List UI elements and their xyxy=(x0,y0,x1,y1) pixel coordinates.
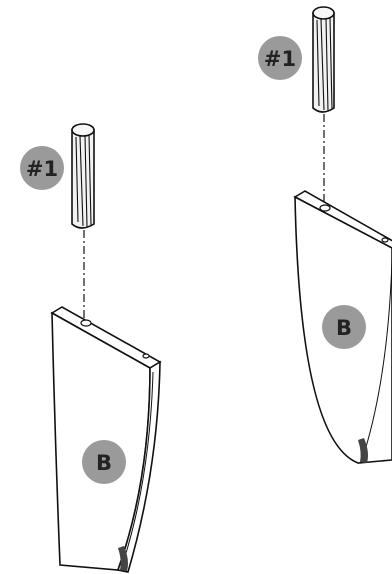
panel-left xyxy=(50,306,162,573)
assembly-left: #1 B xyxy=(20,123,162,573)
dowel-label-left: #1 xyxy=(26,157,58,181)
part-label-left: B xyxy=(96,451,112,475)
dowel-label-badge-left: #1 xyxy=(20,146,64,190)
dowel-label-badge-right: #1 xyxy=(258,36,302,80)
assembly-right: #1 B xyxy=(258,6,392,464)
dowel-left xyxy=(71,123,95,229)
part-label-badge-left: B xyxy=(82,440,126,484)
part-label-badge-right: B xyxy=(322,305,366,349)
dowel-label-right: #1 xyxy=(264,47,296,71)
dowel-right xyxy=(312,6,335,113)
part-label-right: B xyxy=(336,316,352,340)
